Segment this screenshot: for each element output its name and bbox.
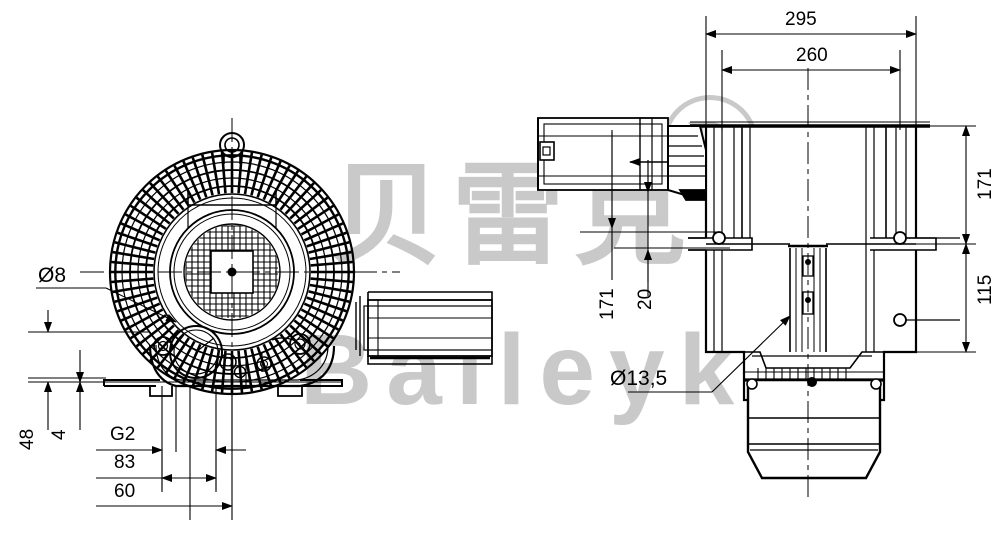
dim-g2: G2 — [110, 424, 136, 445]
dim-295: 295 — [785, 9, 817, 30]
dim-260: 260 — [796, 45, 828, 66]
dim-4: 4 — [49, 429, 70, 440]
dim-48: 48 — [17, 428, 38, 450]
dim-83: 83 — [114, 452, 136, 473]
dimension-lines — [28, 16, 976, 520]
front-view-group — [80, 118, 493, 420]
dim-60: 60 — [114, 481, 136, 502]
dim-115: 115 — [975, 274, 996, 305]
dim-171-left: 171 — [597, 288, 618, 320]
dim-bolt-hole-diameter: Ø13,5 — [610, 367, 668, 390]
dim-hole-diameter-8: Ø8 — [38, 264, 67, 287]
dim-171-right: 171 — [975, 168, 996, 200]
side-view-group — [537, 68, 960, 500]
dim-20: 20 — [635, 288, 656, 310]
